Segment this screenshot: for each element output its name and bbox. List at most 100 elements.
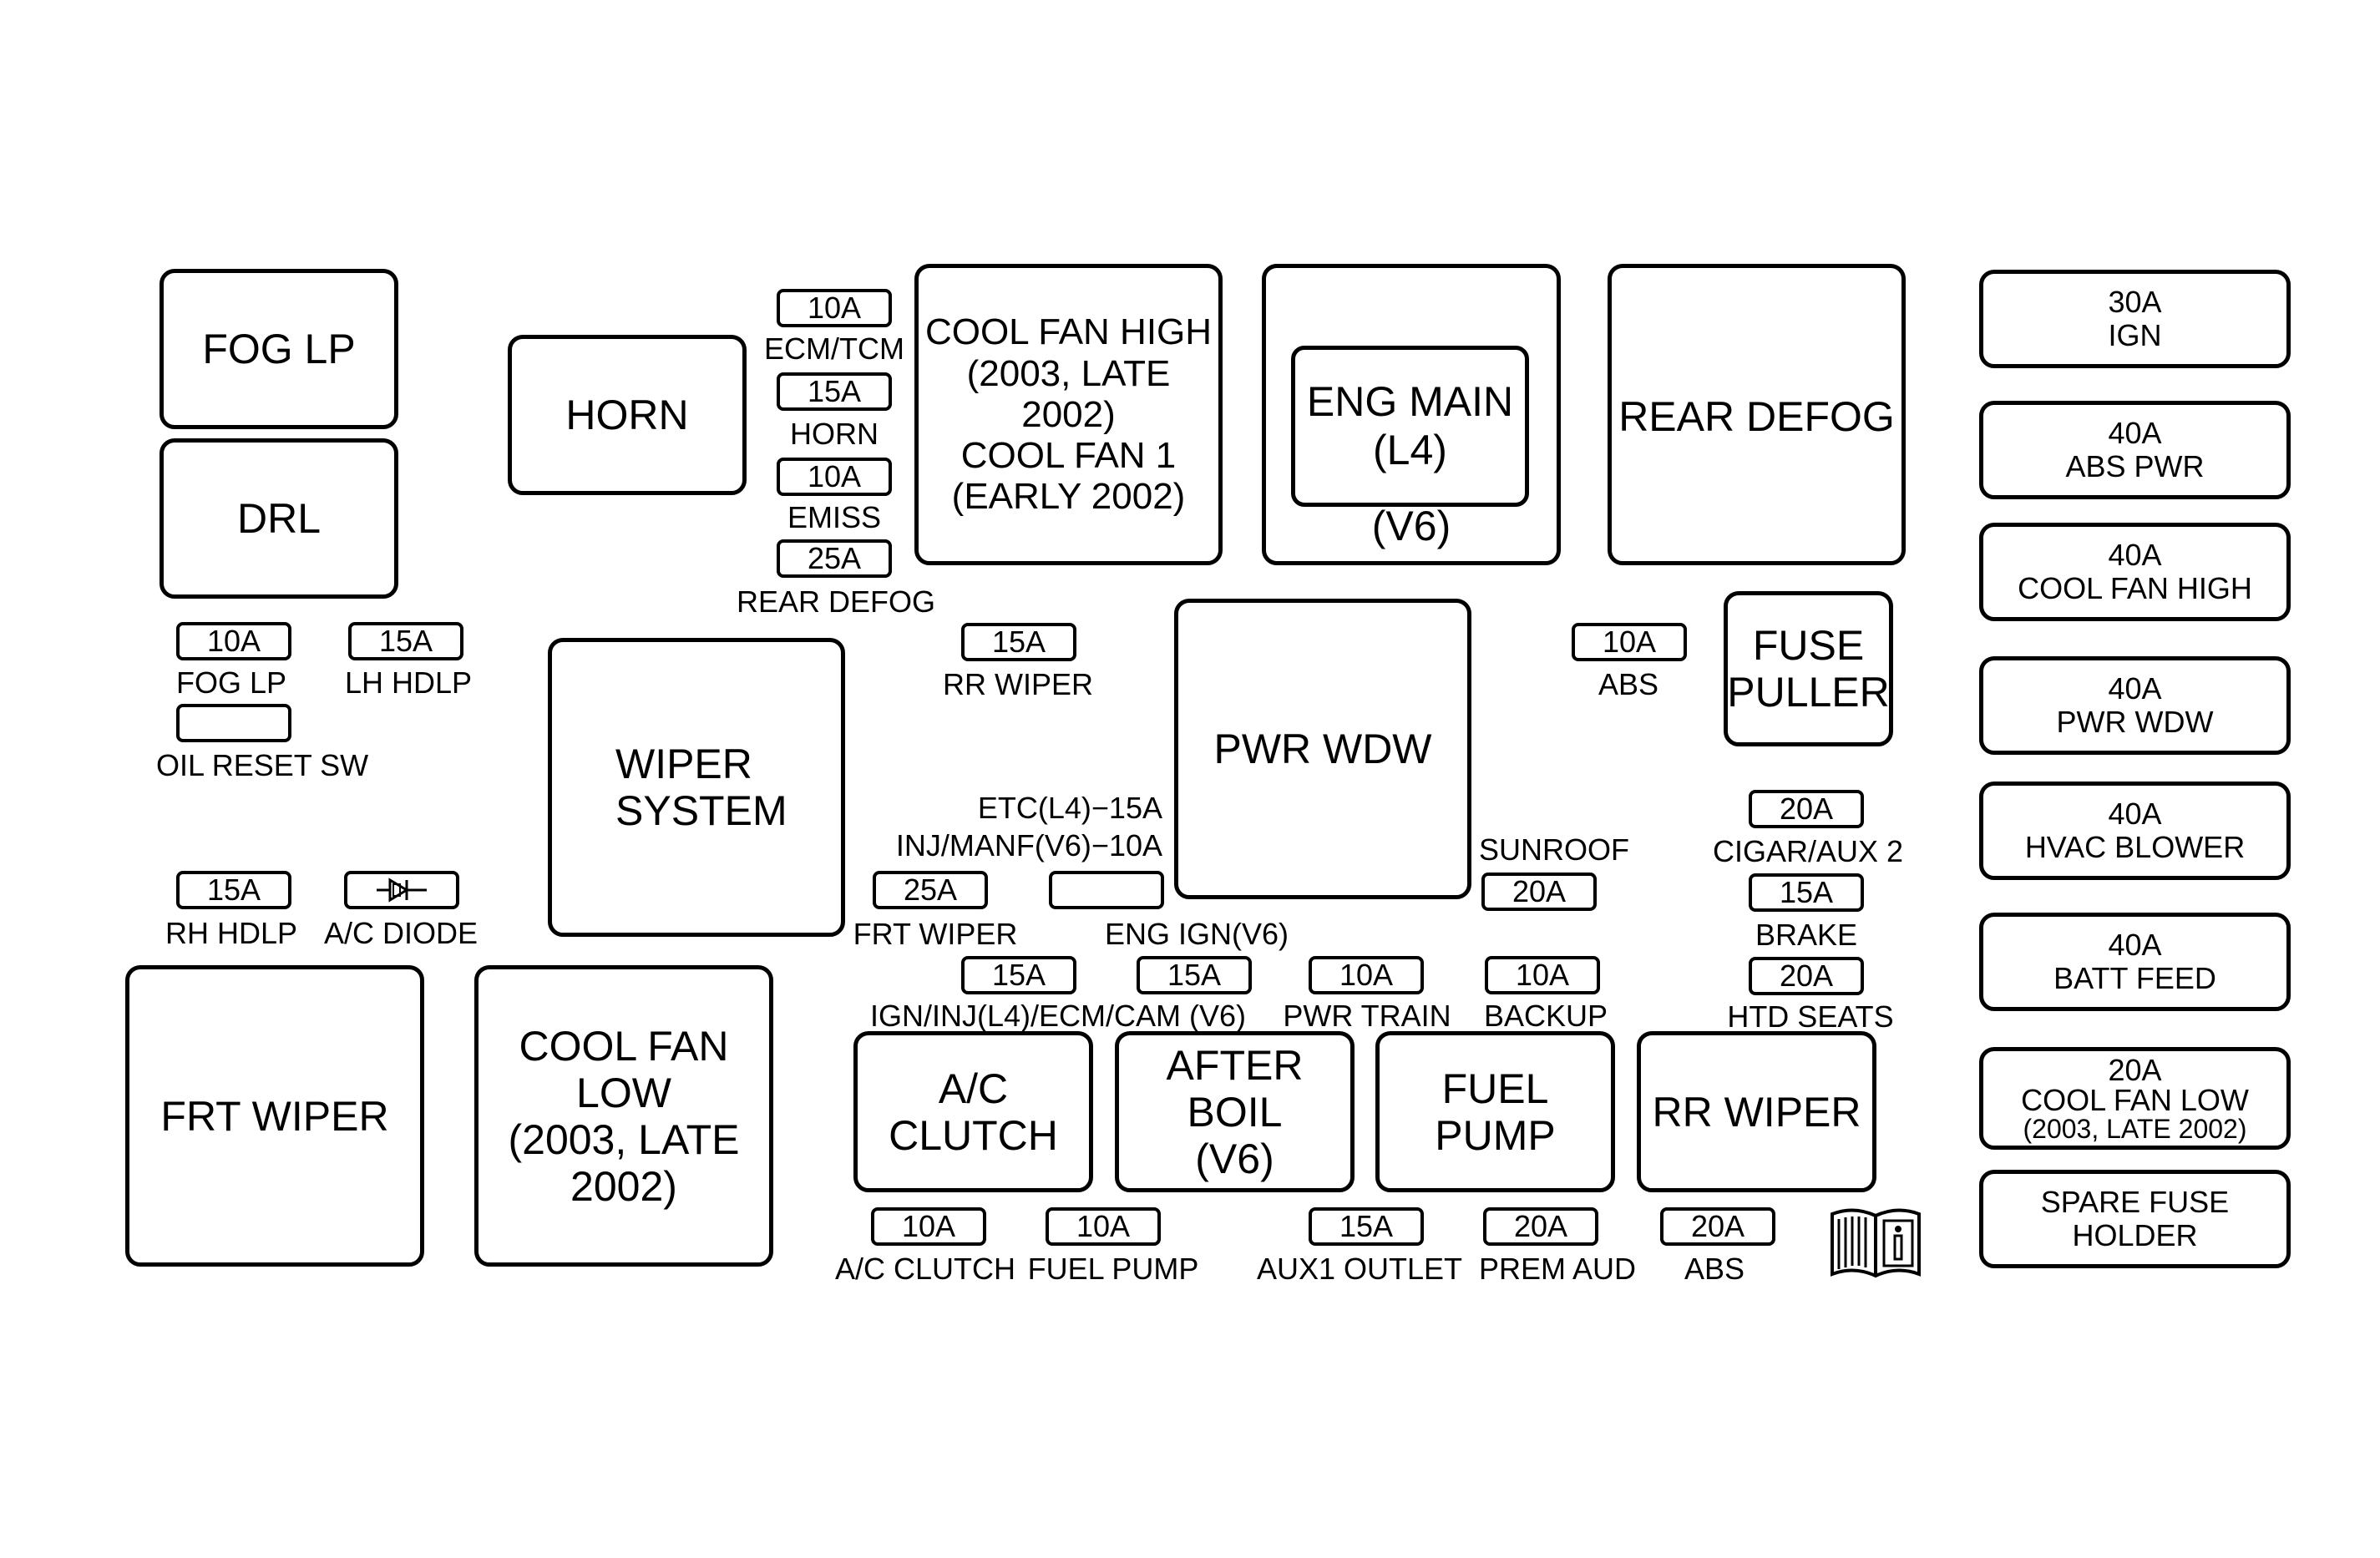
fuse-htd-seats-label: HTD SEATS: [1727, 999, 1894, 1034]
fuse-fog-lp-label: FOG LP: [175, 665, 287, 700]
fuse-puller[interactable]: FUSE PULLER: [1724, 591, 1893, 746]
fuse-aux1-outlet: 15A: [1309, 1207, 1424, 1246]
fuse-abs-small: 10A: [1572, 623, 1687, 661]
spare-fuse-holder[interactable]: SPARE FUSE HOLDER: [1979, 1170, 2291, 1268]
fuse-cigar-aux2-rating: 20A: [1779, 792, 1834, 826]
maxi-fuse-abs-pwr: 40A ABS PWR: [1979, 401, 2291, 499]
fuse-ign-inj-l4-rating: 15A: [991, 958, 1046, 992]
fuse-rear-defog: 25A: [777, 539, 892, 578]
relay-eng-main-v6: (V6): [1262, 264, 1561, 565]
fuse-cigar-aux2-label: CIGAR/AUX 2: [1712, 834, 1904, 868]
relay-ac-clutch-line2: CLUTCH: [889, 1111, 1058, 1159]
relay-drl: DRL: [160, 438, 398, 599]
eng-ign-v6-label: ENG IGN(V6): [1104, 917, 1289, 951]
relay-cool-fan-high-line4: (EARLY 2002): [951, 476, 1186, 518]
relay-horn-label: HORN: [565, 392, 689, 438]
relay-rear-defog: REAR DEFOG: [1608, 264, 1906, 565]
diode-icon: [377, 878, 427, 903]
fuse-rr-wiper-rating: 15A: [991, 625, 1046, 659]
relay-rr-wiper: RR WIPER: [1637, 1031, 1876, 1192]
fuse-etc-inj-manf: [1049, 871, 1164, 909]
maxi-fuse-batt-feed-label: BATT FEED: [2053, 961, 2216, 995]
fuse-abs-small-rating: 10A: [1602, 625, 1657, 659]
maxi-fuse-pwr-wdw-rating: 40A: [2108, 670, 2162, 706]
fuse-abs-small-label: ABS: [1598, 667, 1659, 701]
relay-rr-wiper-label: RR WIPER: [1652, 1088, 1861, 1136]
fuse-prem-aud-rating: 20A: [1513, 1209, 1568, 1243]
fuse-rh-hdlp-label: RH HDLP: [165, 916, 298, 950]
maxi-fuse-batt-feed-rating: 40A: [2108, 927, 2162, 962]
fuse-ac-clutch-label: A/C CLUTCH: [834, 1252, 1016, 1286]
maxi-fuse-pwr-wdw: 40A PWR WDW: [1979, 656, 2291, 755]
fuse-ign-inj-l4: 15A: [961, 956, 1076, 994]
fuse-horn-rating: 15A: [807, 374, 862, 408]
maxi-fuse-cool-fan-high-rating: 40A: [2108, 537, 2162, 572]
relay-cool-fan-high: COOL FAN HIGH (2003, LATE 2002) COOL FAN…: [914, 264, 1223, 565]
fuse-backup-rating: 10A: [1515, 958, 1570, 992]
maxi-fuse-hvac-blower-rating: 40A: [2108, 796, 2162, 831]
fuse-brake-rating: 15A: [1779, 875, 1834, 909]
relay-wiper-system-line1: WIPER: [615, 741, 752, 787]
fuse-htd-seats: 20A: [1749, 957, 1864, 995]
fuse-emiss: 10A: [777, 458, 892, 496]
relay-pwr-wdw: PWR WDW: [1174, 599, 1471, 899]
relay-cool-fan-low-line2: LOW: [576, 1069, 671, 1116]
ac-diode-slot: [344, 871, 459, 909]
maxi-fuse-cool-fan-low: 20A COOL FAN LOW (2003, LATE 2002): [1979, 1047, 2291, 1150]
maxi-fuse-cool-fan-high: 40A COOL FAN HIGH: [1979, 523, 2291, 621]
fuse-ecm-tcm: 10A: [777, 289, 892, 327]
maxi-fuse-cool-fan-high-label: COOL FAN HIGH: [2018, 571, 2252, 605]
fuse-abs-bottom-label: ABS: [1684, 1252, 1745, 1286]
relay-fuel-pump-line2: PUMP: [1435, 1111, 1556, 1159]
fuse-puller-line1: FUSE: [1752, 622, 1865, 669]
maxi-fuse-abs-pwr-label: ABS PWR: [2065, 449, 2205, 483]
fuse-frt-wiper-label: FRT WIPER: [853, 917, 1018, 951]
fuse-rr-wiper: 15A: [961, 623, 1076, 661]
fuse-cigar-aux2: 20A: [1749, 790, 1864, 828]
maxi-fuse-batt-feed: 40A BATT FEED: [1979, 913, 2291, 1011]
fuse-etc-label: ETC(L4)−15A: [977, 791, 1162, 825]
fuse-aux1-outlet-rating: 15A: [1339, 1209, 1394, 1243]
fuse-horn-label: HORN: [790, 417, 879, 451]
fuse-abs-bottom: 20A: [1660, 1207, 1775, 1246]
fuse-lh-hdlp-label: LH HDLP: [344, 665, 473, 700]
ac-diode-label: A/C DIODE: [323, 916, 479, 950]
fuse-fuel-pump: 10A: [1046, 1207, 1161, 1246]
relay-ac-clutch: A/C CLUTCH: [853, 1031, 1093, 1192]
owner-manual-info-icon: [1831, 1208, 1921, 1278]
fuse-oil-reset-sw-label: OIL RESET SW: [156, 748, 369, 782]
fuse-rh-hdlp-rating: 15A: [206, 873, 261, 907]
fuse-frt-wiper: 25A: [873, 871, 988, 909]
relay-pwr-wdw-label: PWR WDW: [1213, 726, 1432, 772]
relay-wiper-system: WIPER SYSTEM: [548, 638, 845, 937]
relay-horn: HORN: [508, 335, 747, 495]
fuse-backup-label: BACKUP: [1483, 999, 1608, 1033]
fuse-htd-seats-rating: 20A: [1779, 959, 1834, 993]
fuse-ecm-tcm-label: ECM/TCM: [764, 331, 904, 366]
maxi-fuse-abs-pwr-rating: 40A: [2108, 415, 2162, 450]
relay-cool-fan-low-line1: COOL FAN: [519, 1022, 729, 1070]
relay-eng-main-l4-line1: ENG MAIN: [1306, 378, 1514, 425]
fuse-prem-aud: 20A: [1483, 1207, 1598, 1246]
fuse-ecm-cam-v6: 15A: [1137, 956, 1252, 994]
fuse-horn: 15A: [777, 372, 892, 411]
relay-drl-label: DRL: [236, 495, 322, 542]
fuse-pwr-train: 10A: [1309, 956, 1424, 994]
fuse-backup: 10A: [1485, 956, 1600, 994]
fuse-ign-inj-ecm-cam-label: IGN/INJ(L4)/ECM/CAM (V6): [869, 999, 1247, 1033]
relay-frt-wiper-label: FRT WIPER: [160, 1092, 389, 1140]
maxi-fuse-cool-fan-low-rating: 20A: [2108, 1052, 2162, 1087]
fuse-fog-lp: 10A: [176, 622, 291, 660]
maxi-fuse-pwr-wdw-label: PWR WDW: [2056, 705, 2214, 739]
fuse-sunroof-rating: 20A: [1512, 874, 1567, 908]
spare-fuse-holder-line1: SPARE FUSE: [2040, 1184, 2230, 1219]
relay-wiper-system-line2: SYSTEM: [615, 787, 787, 834]
fuse-sunroof-label: SUNROOF: [1479, 832, 1629, 867]
fuse-lh-hdlp: 15A: [348, 622, 463, 660]
fuse-fog-lp-rating: 10A: [206, 624, 261, 658]
fuse-lh-hdlp-rating: 15A: [378, 624, 433, 658]
relay-eng-main-l4: ENG MAIN (L4): [1291, 346, 1529, 507]
relay-cool-fan-high-line1: COOL FAN HIGH: [924, 311, 1213, 353]
relay-cool-fan-high-line3: COOL FAN 1: [960, 435, 1177, 477]
